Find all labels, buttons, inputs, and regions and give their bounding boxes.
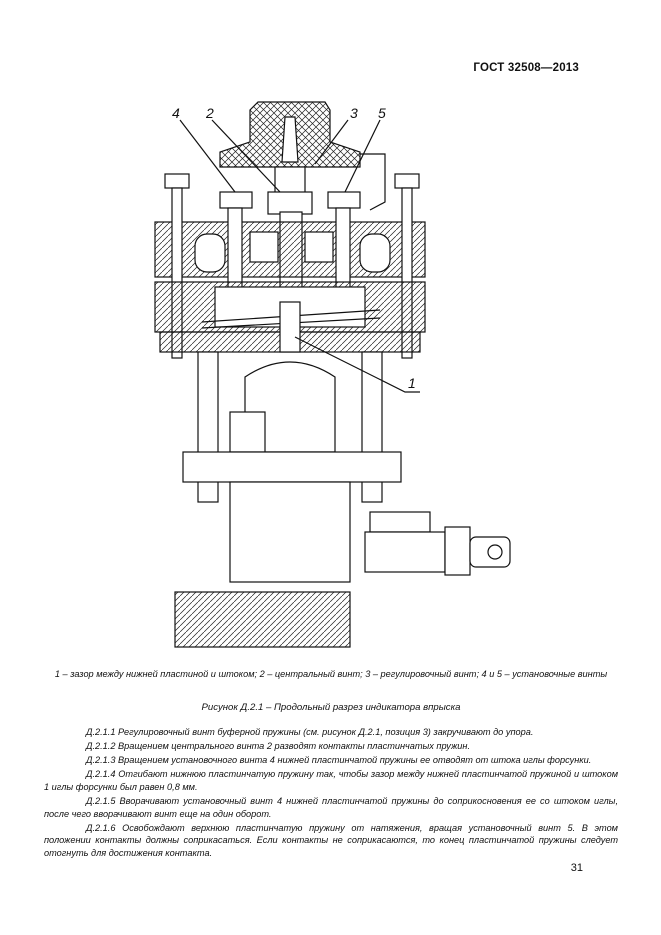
paragraph: Д.2.1.1 Регулировочный винт буферной пру… (86, 727, 534, 737)
figure-label-2: 2 (205, 105, 214, 121)
figure-label-1: 1 (408, 375, 416, 391)
paragraph: Д.2.1.5 Вворачивают установочный винт 4 … (44, 795, 618, 819)
paragraph: Д.2.1.2 Вращением центрального винта 2 р… (86, 741, 471, 752)
page-header: ГОСТ 32508—2013 (473, 62, 579, 74)
figure-label-4: 4 (172, 105, 180, 121)
paragraph: Д.2.1.4 Отгибают нижнюю пластинчатую пру… (44, 769, 618, 792)
paragraph: Д.2.1.3 Вращением установочного винта 4 … (86, 755, 592, 766)
figure-legend: 1 – зазор между нижней пластиной и штоко… (54, 669, 608, 679)
body-text: Д.2.1.1 Регулировочный винт буферной пру… (44, 726, 618, 861)
figure-label-5: 5 (378, 105, 386, 121)
technical-drawing: 4 2 3 5 1 (154, 101, 511, 648)
paragraph: Д.2.1.6 Освобождают верхнюю пластинчатую… (44, 822, 618, 858)
figure-label-3: 3 (350, 105, 358, 121)
page-number: 31 (570, 862, 583, 874)
figure-title: Рисунок Д.2.1 – Продольный разрез индика… (201, 702, 461, 713)
